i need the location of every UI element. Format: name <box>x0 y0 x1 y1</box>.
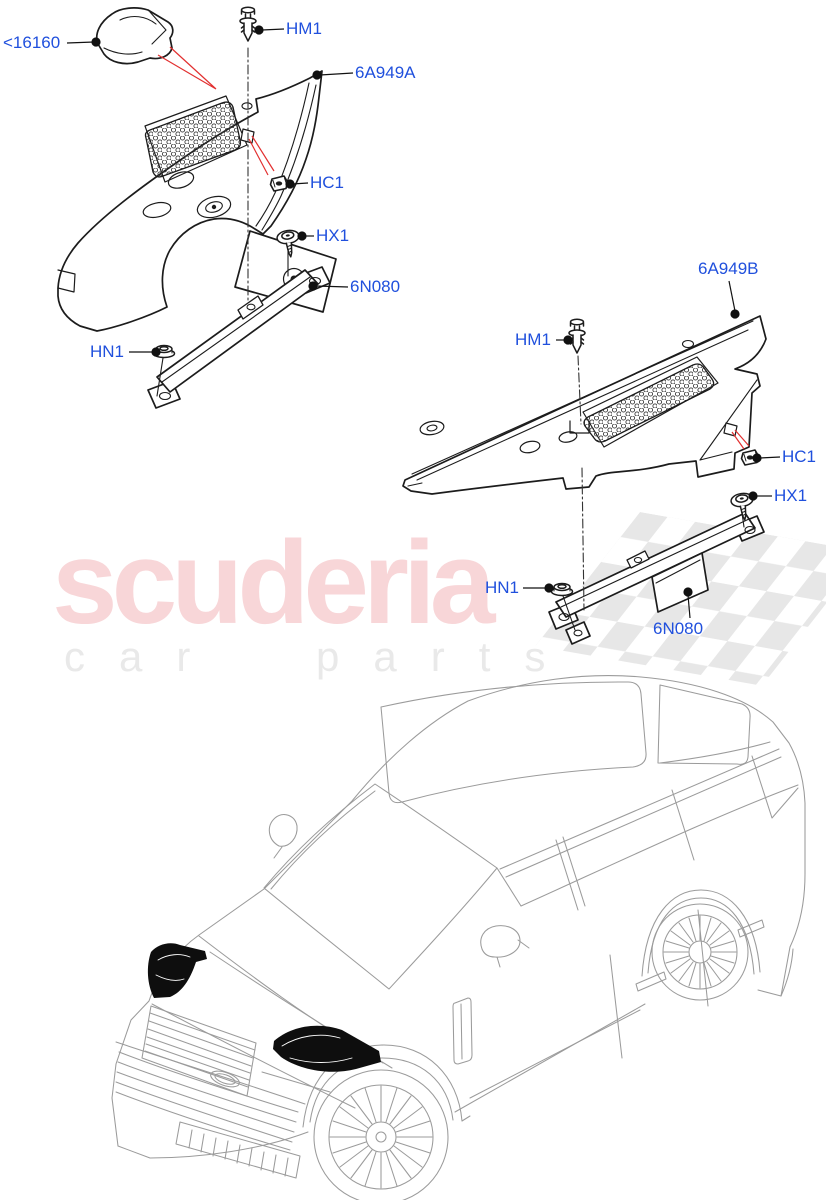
assembly-left <box>57 6 337 409</box>
callout-panel-6a949a[interactable]: 6A949A <box>355 63 416 82</box>
cover-16160-part <box>95 7 174 65</box>
red-pointer-arrows <box>157 46 750 450</box>
watermark-tagline-text: car parts <box>64 633 580 680</box>
mirror-left <box>268 814 298 859</box>
panel-6a949a-part <box>57 70 323 332</box>
bracket-6n080-left-part <box>147 266 331 409</box>
panel-6a949b-part <box>402 315 767 495</box>
callout-cover-16160[interactable]: <16160 <box>3 33 61 52</box>
bracket-6n080-right-part <box>548 512 765 645</box>
door-handle-front <box>635 971 667 992</box>
highlighted-cowl-part-left <box>147 943 207 998</box>
callout-clip-hc1-right[interactable]: HC1 <box>782 447 817 466</box>
windshield <box>263 783 498 990</box>
callout-screw-hx1-right[interactable]: HX1 <box>774 486 808 505</box>
callout-nut-hn1-right[interactable]: HN1 <box>485 578 520 597</box>
car-body-outline <box>111 675 806 1147</box>
callout-pin-hm1-right[interactable]: HM1 <box>515 330 551 349</box>
brand-badge <box>210 1070 240 1088</box>
callout-panel-6a949b[interactable]: 6A949B <box>698 259 759 278</box>
callout-screw-hx1-left[interactable]: HX1 <box>316 226 350 245</box>
callout-pin-hm1-left[interactable]: HM1 <box>286 19 322 38</box>
watermark-brand-text: scuderia <box>52 517 495 649</box>
push-pin-hm1-left <box>239 6 257 42</box>
callout-bracket-6n080-right[interactable]: 6N080 <box>653 619 704 638</box>
panel-grille-mesh <box>144 101 242 178</box>
sunroof-front <box>380 681 647 804</box>
panel-grille-mesh <box>583 363 715 443</box>
nut-hn1-right-part <box>550 582 574 597</box>
lower-intake <box>175 1121 301 1179</box>
leader-lines <box>66 25 781 619</box>
door-vent-blade <box>452 997 473 1065</box>
vehicle-illustration <box>111 675 806 1200</box>
rear-wheel <box>651 903 749 1001</box>
checkered-flag-watermark <box>535 512 826 686</box>
sunroof-rear <box>657 684 751 765</box>
push-pin-hm1-right <box>568 318 586 354</box>
front-wheel <box>313 1069 449 1200</box>
highlighted-cowl-part-right <box>273 1025 381 1072</box>
callout-bracket-6n080-left[interactable]: 6N080 <box>350 277 401 296</box>
door-handle-rear <box>737 919 765 938</box>
callout-clip-hc1-left[interactable]: HC1 <box>310 173 345 192</box>
assembly-right <box>402 315 767 645</box>
mirror-right <box>480 925 530 968</box>
callout-nut-hn1-left[interactable]: HN1 <box>90 342 125 361</box>
clip-hc1-left-part <box>269 175 289 192</box>
